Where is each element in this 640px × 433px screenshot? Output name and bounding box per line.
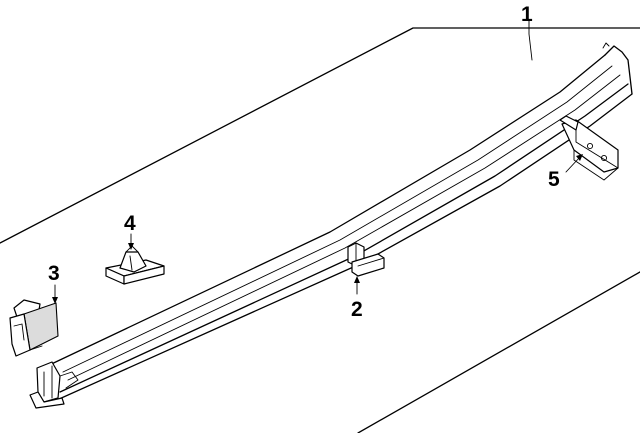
- callout-1: 1: [521, 3, 533, 26]
- part-2-clip: [347, 242, 385, 295]
- callout-3: 3: [48, 262, 60, 285]
- callout-5: 5: [548, 168, 560, 191]
- diagram-frame: [0, 27, 640, 433]
- part-3-end-bracket: [9, 284, 59, 357]
- callout-4: 4: [124, 212, 136, 235]
- callout-2: 2: [351, 298, 363, 321]
- part-1-sill-molding: [29, 42, 633, 409]
- part-4-retainer-clip: [105, 233, 165, 285]
- callout-1-leader: [528, 19, 533, 61]
- part-5-mounting-bracket: [559, 115, 619, 181]
